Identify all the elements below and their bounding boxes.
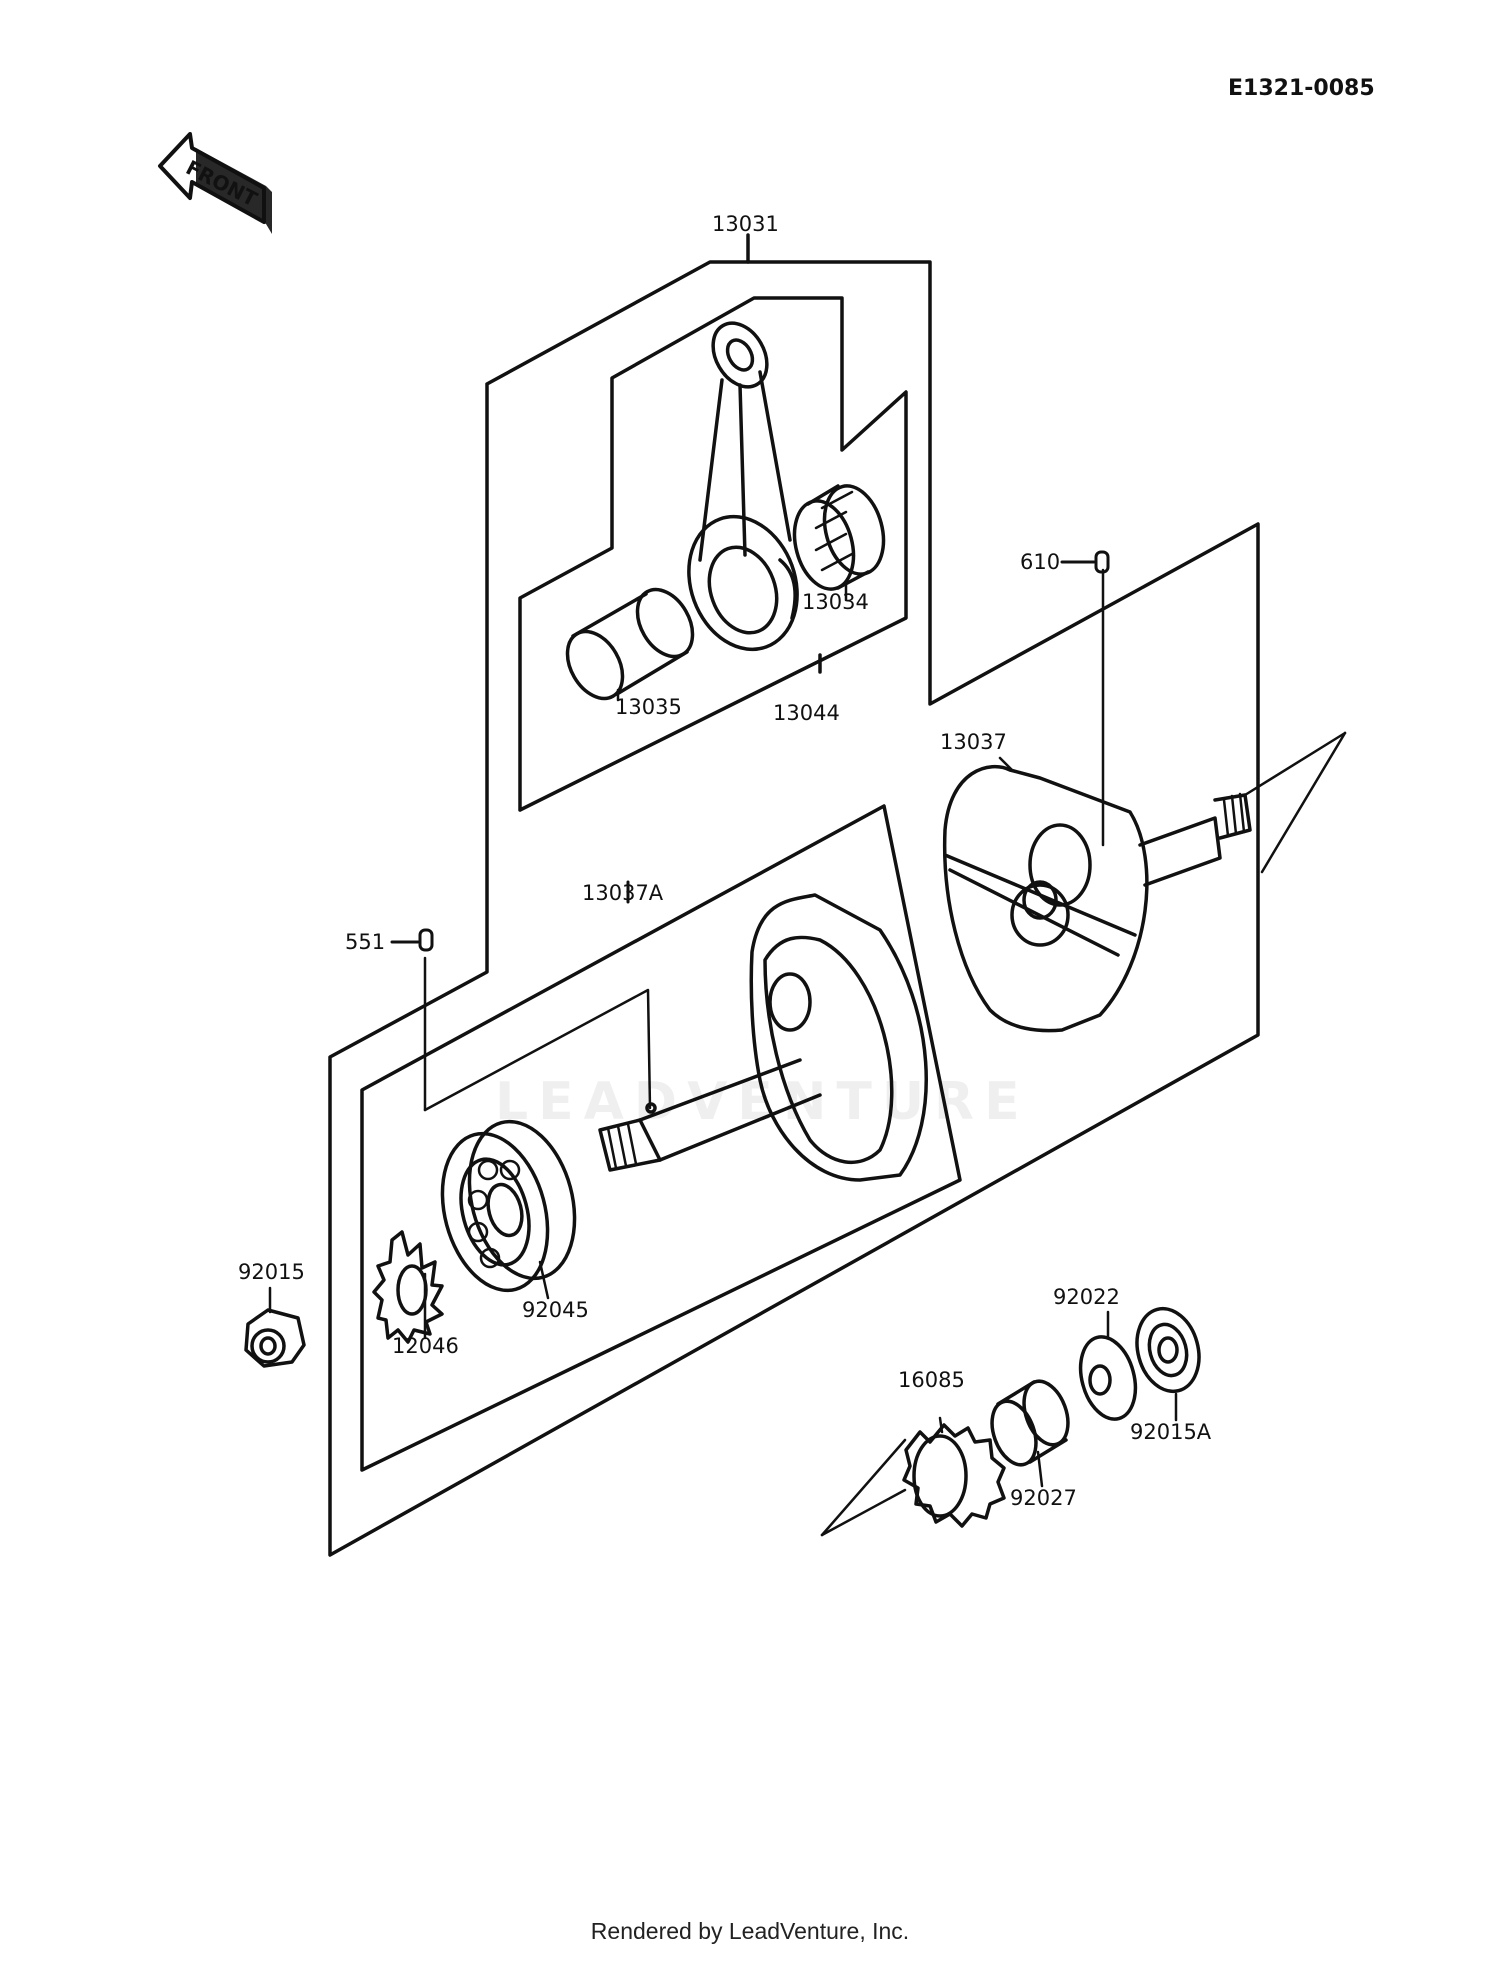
pointer-line-551: [423, 988, 652, 1112]
part-label-13034[interactable]: 13034: [802, 590, 869, 614]
diagram-code: E1321-0085: [1228, 76, 1375, 101]
crank-pin-icon: [565, 587, 695, 701]
group-bracket-13037a: [360, 804, 962, 1472]
part-label-13035[interactable]: 13035: [615, 695, 682, 719]
flange-nut-icon: [1135, 1306, 1201, 1394]
crank-half-left-icon: [598, 893, 928, 1182]
ball-bearing-icon: [440, 1119, 577, 1293]
part-label-13044[interactable]: 13044: [773, 701, 840, 725]
part-label-92015[interactable]: 92015: [238, 1260, 305, 1284]
footer-credit: Rendered by LeadVenture, Inc.: [590, 1918, 910, 1944]
part-label-12046[interactable]: 12046: [392, 1334, 459, 1358]
pin-610-icon: [1060, 550, 1110, 574]
group-bracket-13031: [328, 233, 1260, 1557]
needle-bearing-icon: [792, 484, 886, 591]
pin-551-icon: [390, 928, 434, 952]
crank-half-right-icon: [942, 764, 1252, 1033]
front-arrow-icon: FRONT: [158, 132, 272, 234]
part-label-92015a[interactable]: 92015A: [1130, 1420, 1212, 1444]
group-bracket-13044: [518, 296, 908, 812]
gear-icon: [902, 1423, 1006, 1528]
connecting-rod-icon: [687, 321, 799, 652]
part-label-13037a[interactable]: 13037A: [582, 881, 664, 905]
sprocket-icon: [372, 1230, 444, 1344]
part-label-92045[interactable]: 92045: [522, 1298, 589, 1322]
nut-icon: [244, 1308, 306, 1368]
leader-lines: [268, 580, 1178, 1488]
part-label-92022[interactable]: 92022: [1053, 1285, 1120, 1309]
part-label-551[interactable]: 551: [345, 930, 386, 954]
part-label-16085[interactable]: 16085: [898, 1368, 965, 1392]
watermark: LEADVENTURE: [495, 1072, 1030, 1132]
part-label-92027[interactable]: 92027: [1010, 1486, 1077, 1510]
assembly-lines: [820, 731, 1347, 1537]
part-label-610[interactable]: 610: [1020, 550, 1061, 574]
washer-icon: [1078, 1335, 1138, 1421]
part-label-13037[interactable]: 13037: [940, 730, 1007, 754]
collar-icon: [990, 1379, 1070, 1467]
part-label-13031[interactable]: 13031: [712, 212, 779, 236]
